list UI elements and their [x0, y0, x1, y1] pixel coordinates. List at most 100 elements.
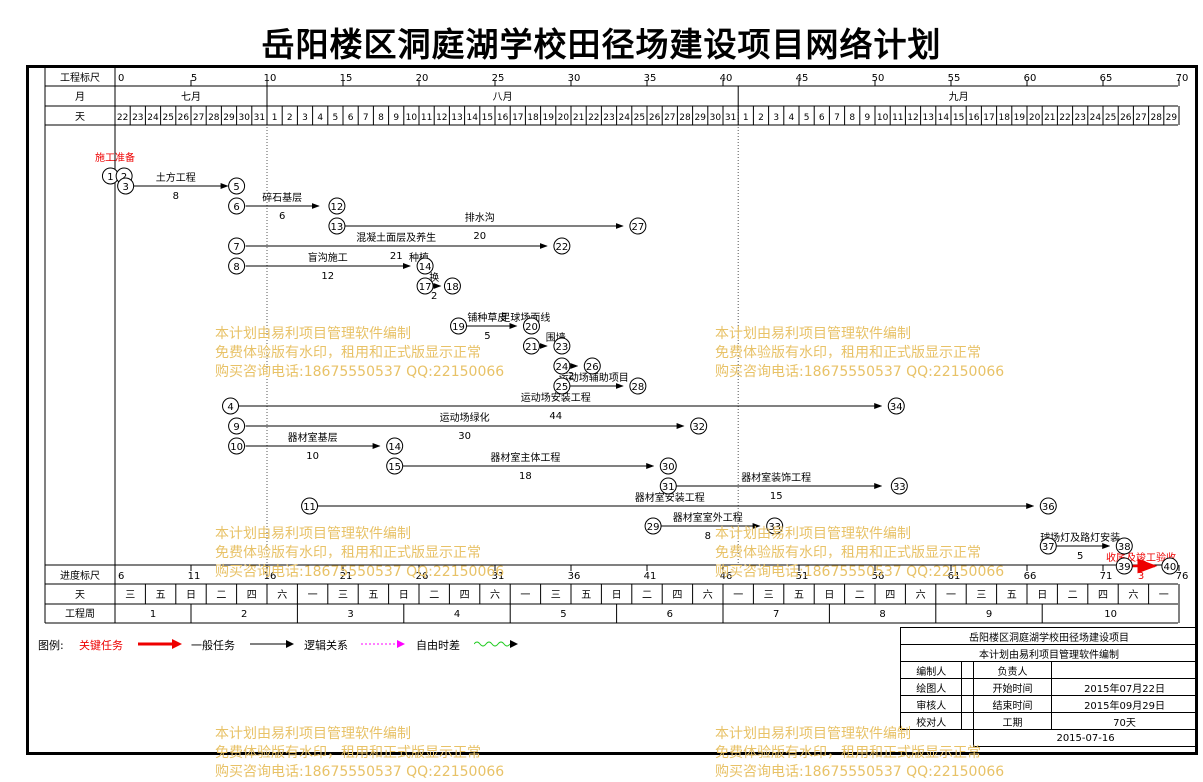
event-node-label: 30 — [662, 462, 675, 473]
legend-free: 自由时差 — [416, 639, 460, 652]
task-name: 器材室装饰工程 — [741, 471, 811, 484]
event-node — [228, 257, 246, 275]
event-node-label: 6 — [233, 202, 239, 213]
day-cell: 14 — [466, 113, 478, 123]
event-node — [228, 237, 246, 255]
day-cell: 8 — [378, 113, 384, 123]
day-cell: 24 — [147, 113, 159, 123]
weekday-cell: 二 — [216, 590, 226, 601]
task-name: 运动场安装工程 — [521, 391, 591, 404]
day-cell: 2 — [758, 113, 764, 123]
title-block: 岳阳楼区洞庭湖学校田径场建设项目 本计划由易利项目管理软件编制 编制人负责人 绘… — [899, 627, 1198, 755]
day-cell: 6 — [819, 113, 825, 123]
week-cell: 7 — [773, 609, 779, 620]
weekday-cell: 二 — [429, 590, 439, 601]
task-duration: 12 — [321, 271, 334, 282]
event-node — [553, 237, 571, 255]
task-name: 运动场辅助项目 — [559, 371, 629, 384]
day-cell: 4 — [789, 113, 795, 123]
scale-tick: 35 — [644, 73, 657, 84]
event-node — [1039, 497, 1057, 515]
day-cell: 7 — [834, 113, 840, 123]
month-september: 九月 — [949, 91, 969, 103]
day-cell: 28 — [679, 113, 691, 123]
day-cell: 25 — [162, 113, 173, 123]
task-duration: 3 — [1138, 571, 1144, 582]
task-name: 混凝土面层及养生 — [356, 231, 436, 244]
task-name: 运动场绿化 — [440, 411, 490, 424]
day-cell: 23 — [603, 113, 614, 123]
day-cell: 18 — [527, 113, 539, 123]
task-name: 盲沟施工 — [308, 251, 348, 264]
progress-tick: 31 — [492, 571, 505, 582]
event-node-label: 8 — [233, 262, 239, 273]
weekday-cell: 日 — [186, 590, 196, 601]
task-name: 器材室室外工程 — [673, 511, 743, 524]
scale-tick: 55 — [948, 73, 961, 84]
weekday-cell: 一 — [733, 590, 743, 601]
weekday-cell: 五 — [581, 590, 591, 601]
event-node-label: 5 — [233, 182, 239, 193]
scale-tick: 50 — [872, 73, 885, 84]
day-cell: 28 — [208, 113, 220, 123]
page-title: 岳阳楼区洞庭湖学校田径场建设项目网络计划 — [261, 25, 942, 64]
tb-period: 70天 — [1051, 712, 1198, 730]
day-cell: 16 — [968, 113, 980, 123]
event-node — [416, 277, 434, 295]
task-duration: 6 — [279, 211, 285, 222]
day-cell: 8 — [849, 113, 855, 123]
day-cell: 18 — [998, 113, 1010, 123]
day-cell: 3 — [773, 113, 779, 123]
progress-tick: 51 — [796, 571, 809, 582]
event-node-label: 33 — [893, 482, 906, 493]
week-cell: 3 — [347, 609, 353, 620]
event-node-label: 38 — [1118, 542, 1131, 553]
task-name: 球场灯及路灯安装 — [1040, 531, 1120, 544]
tb-date: 2015-07-16 — [973, 729, 1198, 747]
weekday-cell: 四 — [672, 590, 682, 601]
event-node-label: 20 — [525, 322, 538, 333]
tb-end: 2015年09月29日 — [1051, 695, 1198, 713]
day-cell: 12 — [907, 113, 918, 123]
weekday-cell: 六 — [1128, 589, 1138, 601]
task-name: 换 — [429, 271, 439, 284]
event-node — [301, 497, 319, 515]
week-cell: 1 — [150, 609, 156, 620]
tb-editor: 编制人 — [899, 661, 963, 679]
day-cell: 21 — [573, 113, 584, 123]
event-node-label: 39 — [1118, 562, 1131, 573]
day-cell: 7 — [363, 113, 369, 123]
day-cell: 2 — [287, 113, 293, 123]
event-node-label: 37 — [1042, 542, 1055, 553]
week-cell: 5 — [560, 609, 566, 620]
day-cell: 1 — [743, 113, 749, 123]
task-duration: 8 — [705, 531, 711, 542]
day-cell: 29 — [1166, 113, 1178, 123]
event-node-label: 26 — [586, 362, 599, 373]
progress-tick: 26 — [416, 571, 429, 582]
tb-owner: 负责人 — [973, 661, 1053, 679]
task-duration: 5 — [1077, 551, 1083, 562]
day-cell: 3 — [302, 113, 308, 123]
day-cell: 5 — [333, 113, 339, 123]
task-duration: 44 — [549, 411, 562, 422]
day-cell: 20 — [558, 113, 570, 123]
task-duration: 18 — [519, 471, 532, 482]
tb-drawer: 绘图人 — [899, 678, 963, 696]
day-cell: 24 — [1090, 113, 1102, 123]
event-node-label: 33 — [768, 522, 781, 533]
week-cell: 8 — [879, 609, 885, 620]
legend-logic: 逻辑关系 — [304, 639, 348, 652]
day-cell: 4 — [317, 113, 323, 123]
day-cell: 13 — [922, 113, 933, 123]
weekday-cell: 三 — [551, 590, 561, 601]
scale-tick: 20 — [416, 73, 429, 84]
day-cell: 15 — [953, 113, 964, 123]
task-duration: 8 — [173, 191, 179, 202]
day-cell: 16 — [497, 113, 509, 123]
legend-free-arrow — [473, 639, 518, 652]
event-node — [659, 457, 677, 475]
weekday-cell: 三 — [125, 590, 135, 601]
event-node-label: 22 — [556, 242, 569, 253]
